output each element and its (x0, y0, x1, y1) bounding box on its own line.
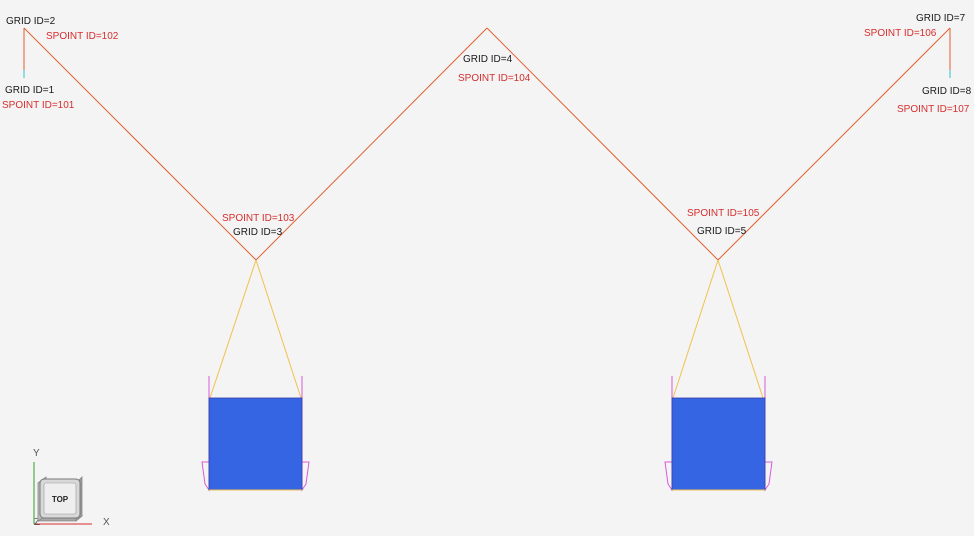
support-foot-right-b (764, 461, 773, 492)
spoint-label-103: SPOINT ID=103 (222, 213, 295, 224)
cable-grid5-grid7 (717, 27, 951, 261)
spoint-label-104: SPOINT ID=104 (458, 73, 531, 84)
axis-y-label: Y (33, 448, 40, 459)
grid-label-1: GRID ID=1 (5, 85, 55, 96)
axis-z-label: Z (34, 517, 40, 528)
node-labels: GRID ID=1 SPOINT ID=101 GRID ID=2 SPOINT… (2, 13, 972, 238)
cable-grid3-grid4 (255, 27, 488, 261)
cable-grid2-grid3 (23, 27, 257, 261)
sling-right-b (717, 259, 764, 399)
support-foot-right-a (664, 461, 673, 492)
grid-label-3: GRID ID=3 (233, 227, 283, 238)
sling-left-b (255, 259, 302, 399)
spoint-label-107: SPOINT ID=107 (897, 104, 970, 115)
grid-label-8: GRID ID=8 (922, 86, 972, 97)
cable-grid4-grid5 (486, 27, 719, 261)
hanging-mass-left[interactable] (201, 259, 310, 492)
mass-block-left[interactable] (208, 397, 303, 491)
grid-label-7: GRID ID=7 (916, 13, 966, 24)
spoint-label-102: SPOINT ID=102 (46, 31, 119, 42)
sling-right-a (672, 259, 719, 399)
spoint-label-105: SPOINT ID=105 (687, 208, 760, 219)
axis-x-label: X (103, 517, 110, 528)
support-foot-left-b (301, 461, 310, 492)
hanging-mass-right[interactable] (664, 259, 773, 492)
view-cube[interactable]: Y X Z TOP (33, 448, 110, 528)
spoint-label-106: SPOINT ID=106 (864, 28, 937, 39)
cable-elements (23, 27, 951, 261)
cube-face-inner (43, 482, 77, 515)
mass-block-right[interactable] (671, 397, 766, 491)
support-foot-left-a (201, 461, 210, 492)
spoint-label-101: SPOINT ID=101 (2, 100, 75, 111)
grid-label-4: GRID ID=4 (463, 54, 513, 65)
sling-left-a (209, 259, 257, 399)
cube-face-label: TOP (52, 495, 69, 504)
grid-label-2: GRID ID=2 (6, 16, 56, 27)
grid-label-5: GRID ID=5 (697, 226, 747, 237)
